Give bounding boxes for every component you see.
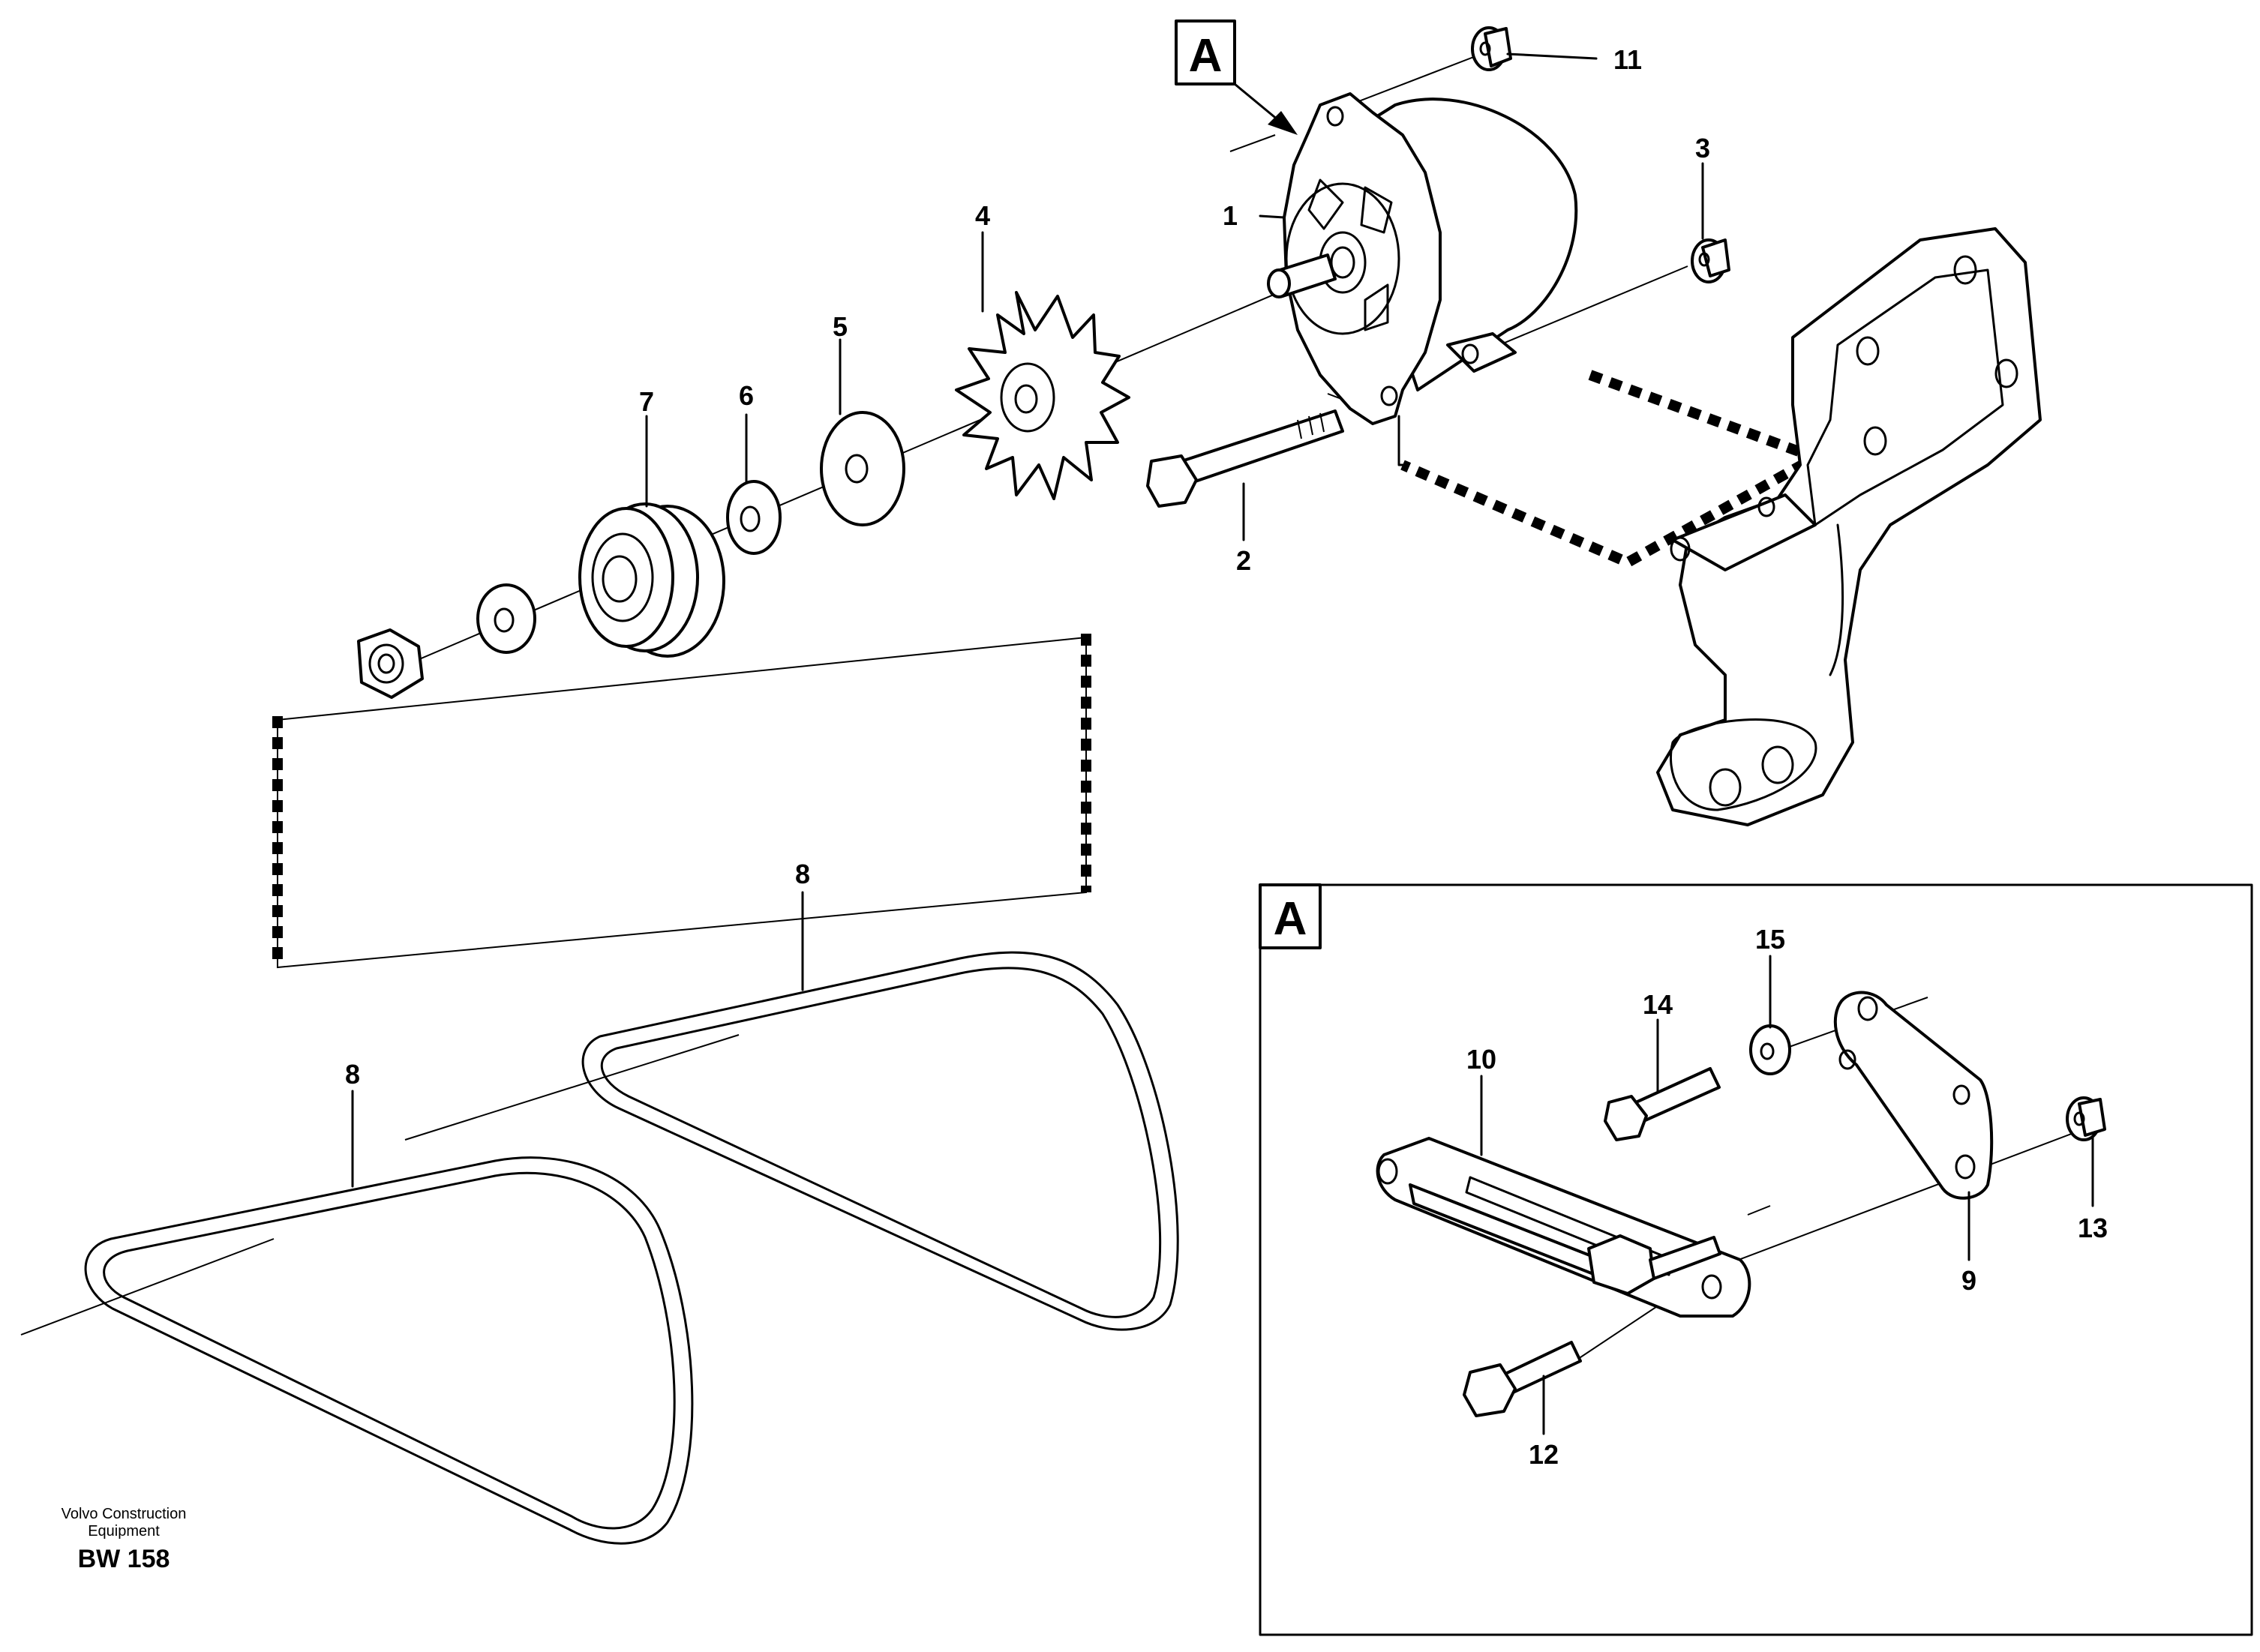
callout-4: 4 xyxy=(975,200,990,313)
callout-2: 2 xyxy=(1236,482,1251,576)
nut-part xyxy=(357,628,424,699)
footer-company-line1: Volvo Construction xyxy=(62,1506,187,1522)
callout-label: 6 xyxy=(739,380,754,411)
callout-label: 15 xyxy=(1755,924,1785,955)
callout-label: 10 xyxy=(1466,1044,1496,1075)
view-a-reference-marker: A xyxy=(1175,19,1298,135)
mounting-bracket-part xyxy=(1656,227,2042,826)
callout-12: 12 xyxy=(1529,1375,1559,1470)
callout-label: 8 xyxy=(345,1059,360,1090)
callout-label: 9 xyxy=(1961,1265,1976,1296)
callout-5: 5 xyxy=(833,311,848,415)
arrow-head-icon xyxy=(1268,111,1298,135)
callout-6: 6 xyxy=(739,380,754,483)
callout-13: 13 xyxy=(2078,1135,2108,1243)
callout-15: 15 xyxy=(1755,924,1785,1029)
flange-nut-part-3 xyxy=(1691,238,1730,283)
footer-company-line2: Equipment xyxy=(88,1523,160,1540)
large-washer-part xyxy=(820,411,905,526)
bracket-plate-part xyxy=(1833,991,1994,1200)
callout-label: 1 xyxy=(1223,200,1238,231)
callout-9: 9 xyxy=(1961,1191,1976,1296)
callout-8-lower: 8 xyxy=(345,1059,360,1188)
callout-10: 10 xyxy=(1466,1044,1496,1156)
spacer-ring-part xyxy=(726,480,782,555)
callout-label: 11 xyxy=(1613,44,1642,75)
callout-label: 7 xyxy=(639,386,654,417)
callout-1: 1 xyxy=(1223,200,1286,231)
detail-view-a-label: A xyxy=(1274,893,1307,945)
flange-nut-part-11 xyxy=(1471,26,1512,71)
bolt-part xyxy=(1146,409,1344,508)
footer-drawing-code: BW 158 xyxy=(78,1545,170,1573)
adjuster-bar-part xyxy=(1376,1137,1751,1318)
callout-label: 13 xyxy=(2078,1213,2108,1243)
bolt-part-12 xyxy=(1463,1341,1582,1417)
detail-view-a-frame: A xyxy=(1259,883,2253,1636)
callout-7: 7 xyxy=(639,386,654,508)
callout-label: 8 xyxy=(795,859,810,889)
pulley-part xyxy=(578,502,725,658)
callout-label: 12 xyxy=(1529,1439,1559,1470)
belt-upper-part xyxy=(404,951,1179,1331)
washer-part-15 xyxy=(1749,1024,1791,1075)
dashed-boundary-upper xyxy=(1400,370,1828,568)
detail-axis-lines xyxy=(1559,997,2086,1372)
callout-label: 5 xyxy=(833,311,848,342)
footer-block: Volvo Construction Equipment BW 158 xyxy=(62,1506,187,1573)
callout-8-upper: 8 xyxy=(795,859,810,991)
flange-nut-part-13 xyxy=(2066,1096,2106,1141)
callout-label: 4 xyxy=(975,200,990,231)
callout-3: 3 xyxy=(1695,133,1710,240)
callout-label: 14 xyxy=(1643,989,1673,1020)
small-washer-part xyxy=(476,583,536,654)
bolt-part-14 xyxy=(1604,1067,1721,1141)
dashed-connector-a xyxy=(1397,415,1404,466)
callout-label: 2 xyxy=(1236,545,1251,576)
alternator-part xyxy=(1267,92,1578,425)
callout-label: 3 xyxy=(1695,133,1710,163)
belt-lower-part xyxy=(20,1156,694,1545)
callout-14: 14 xyxy=(1643,989,1673,1093)
view-a-reference-label: A xyxy=(1189,30,1223,82)
fan-part xyxy=(955,291,1130,500)
callout-11: 11 xyxy=(1506,44,1642,75)
